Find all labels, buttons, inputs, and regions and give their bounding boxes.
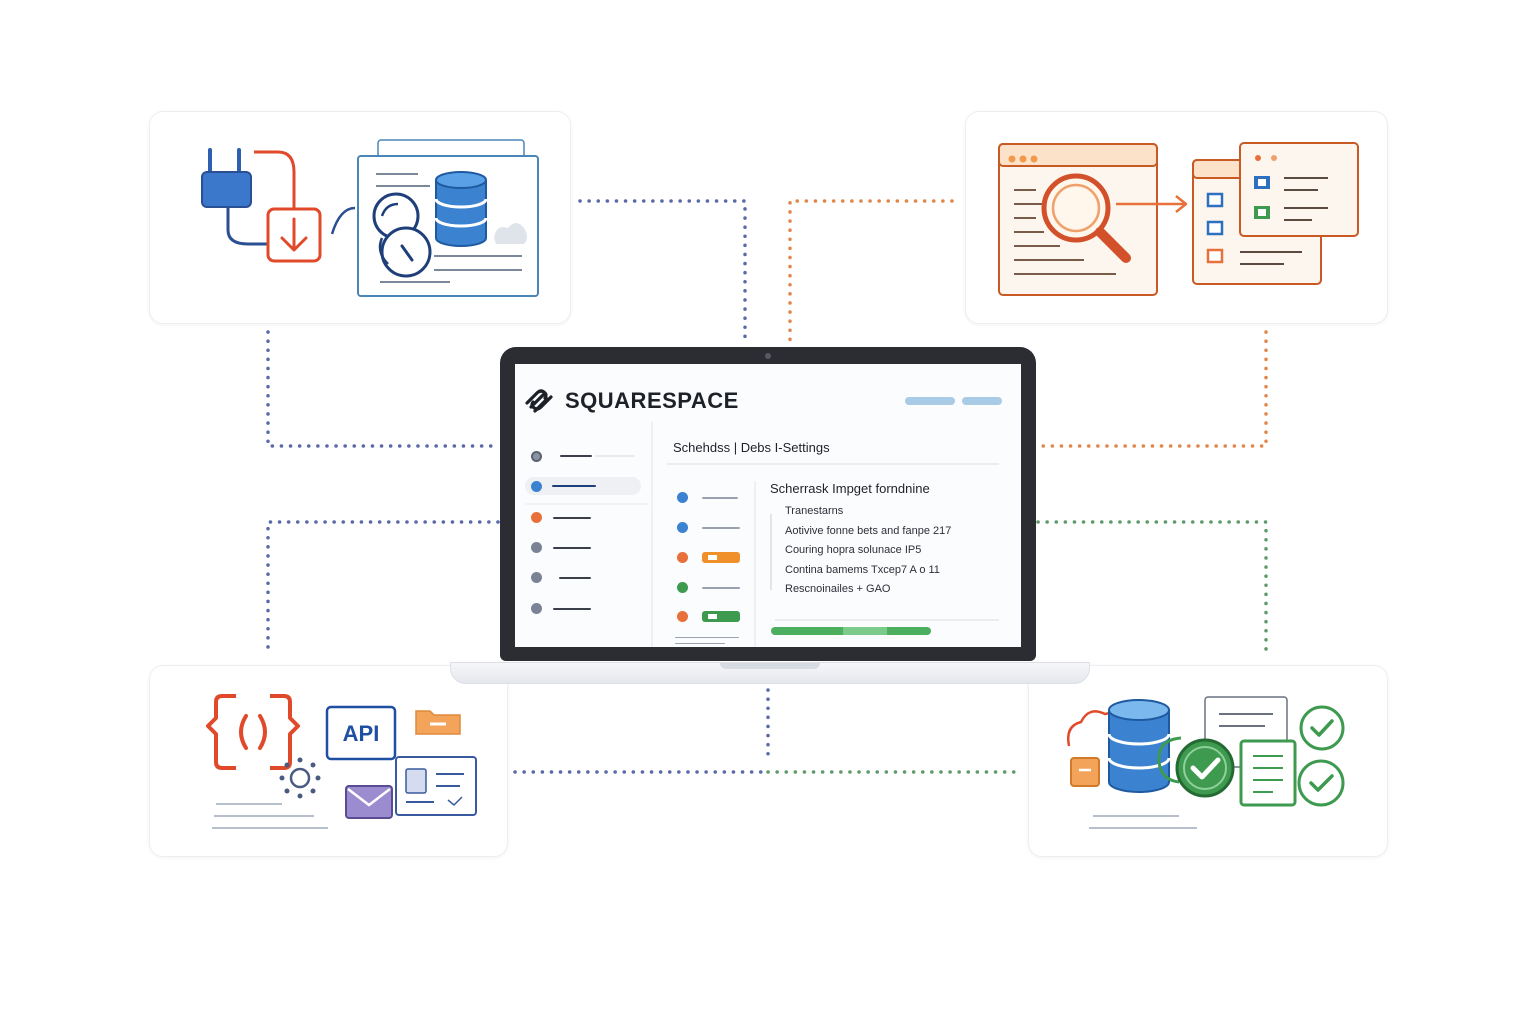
- arrow-right-icon: [1116, 195, 1188, 213]
- sidebar-item[interactable]: [553, 517, 591, 519]
- gear-icon: [279, 757, 321, 799]
- connector-right-lower: [1036, 520, 1268, 654]
- connector-top-left-to-screen: [578, 199, 747, 347]
- sidebar-item[interactable]: [553, 608, 591, 610]
- laptop: SQUARESPACE: [500, 347, 1036, 661]
- code-braces-icon: [206, 694, 300, 770]
- job-item-line: [675, 643, 725, 644]
- job-item-line[interactable]: [702, 527, 740, 529]
- api-badge-icon: API: [325, 705, 397, 761]
- squarespace-logo-icon: [525, 389, 553, 413]
- tab-bar[interactable]: Schehdss | Debs I-Settings: [673, 440, 830, 455]
- api-label: API: [343, 721, 380, 746]
- card-data-import: [149, 111, 571, 324]
- mail-icon: [345, 785, 393, 819]
- brand: SQUARESPACE: [523, 386, 739, 416]
- magnifier-icon: [1041, 173, 1131, 263]
- connector-top-right-to-screen: [788, 199, 954, 347]
- job-status-badge-inner: [708, 555, 717, 560]
- progress-bar: [771, 627, 931, 635]
- job-status-dot: [677, 611, 688, 622]
- plug-icon: [201, 148, 296, 246]
- check-circle-icon: [1297, 759, 1345, 807]
- content-row: Couring hopra solunace IP5: [785, 544, 922, 556]
- app-layout-lines: [525, 422, 999, 647]
- sidebar-item-dot: [531, 572, 542, 583]
- sidebar-item[interactable]: [560, 455, 592, 457]
- connector-left-upper: [266, 330, 500, 448]
- content-row: Aotivive fonne bets and fanpe 217: [785, 525, 952, 537]
- card-api-integration: API: [149, 665, 508, 857]
- job-status-badge-orange: [702, 552, 740, 563]
- camera-dot: [765, 353, 771, 359]
- job-item-line[interactable]: [702, 587, 740, 589]
- job-item-line[interactable]: [702, 497, 738, 499]
- job-status-dot: [677, 552, 688, 563]
- laptop-notch: [720, 663, 820, 669]
- database-icon: [434, 171, 488, 247]
- job-status-dot: [677, 582, 688, 593]
- sidebar-item[interactable]: [553, 547, 591, 549]
- profile-card-icon: [395, 756, 477, 816]
- sidebar-item-dot: [531, 542, 542, 553]
- connector-right-upper: [1036, 330, 1268, 448]
- download-icon: [266, 207, 322, 263]
- check-circle-icon: [1299, 705, 1345, 751]
- content-title: Scherrask Impget forndnine: [770, 481, 930, 496]
- progress-bar-highlight: [843, 627, 887, 635]
- card-search-reports: [965, 111, 1388, 324]
- sidebar-item-dot: [531, 481, 542, 492]
- brand-name: SQUARESPACE: [565, 388, 739, 413]
- sidebar-item[interactable]: [559, 577, 591, 579]
- header-button-secondary[interactable]: [962, 397, 1002, 405]
- sidebar-item-fade: [595, 455, 635, 457]
- database-icon: [1107, 699, 1171, 793]
- sidebar-item-dot: [531, 451, 542, 462]
- checklist-window-icon: [1192, 142, 1359, 285]
- sidebar-item-dot: [531, 603, 542, 614]
- content-row: Rescnoinailes + GAO: [785, 583, 891, 595]
- header-button-primary[interactable]: [905, 397, 955, 405]
- card-data-verification: [1028, 665, 1388, 857]
- form-icon: [1239, 739, 1297, 807]
- content-row: Tranestarns: [785, 505, 844, 517]
- app-screen: SQUARESPACE: [515, 364, 1021, 647]
- sidebar-item-line: [552, 485, 596, 487]
- job-status-badge-inner: [708, 614, 717, 619]
- job-item-line: [675, 637, 739, 638]
- job-status-badge-green: [702, 611, 740, 622]
- laptop-base: [450, 662, 1090, 684]
- job-status-dot: [677, 492, 688, 503]
- sidebar-item-dot: [531, 512, 542, 523]
- connector-left-lower: [266, 520, 500, 654]
- content-row: Contina bamems Txcep7 A o 11: [785, 564, 940, 576]
- gauge-icon: [372, 192, 432, 278]
- check-circle-icon: [1157, 736, 1235, 798]
- job-status-dot: [677, 522, 688, 533]
- folder-icon: [415, 710, 461, 735]
